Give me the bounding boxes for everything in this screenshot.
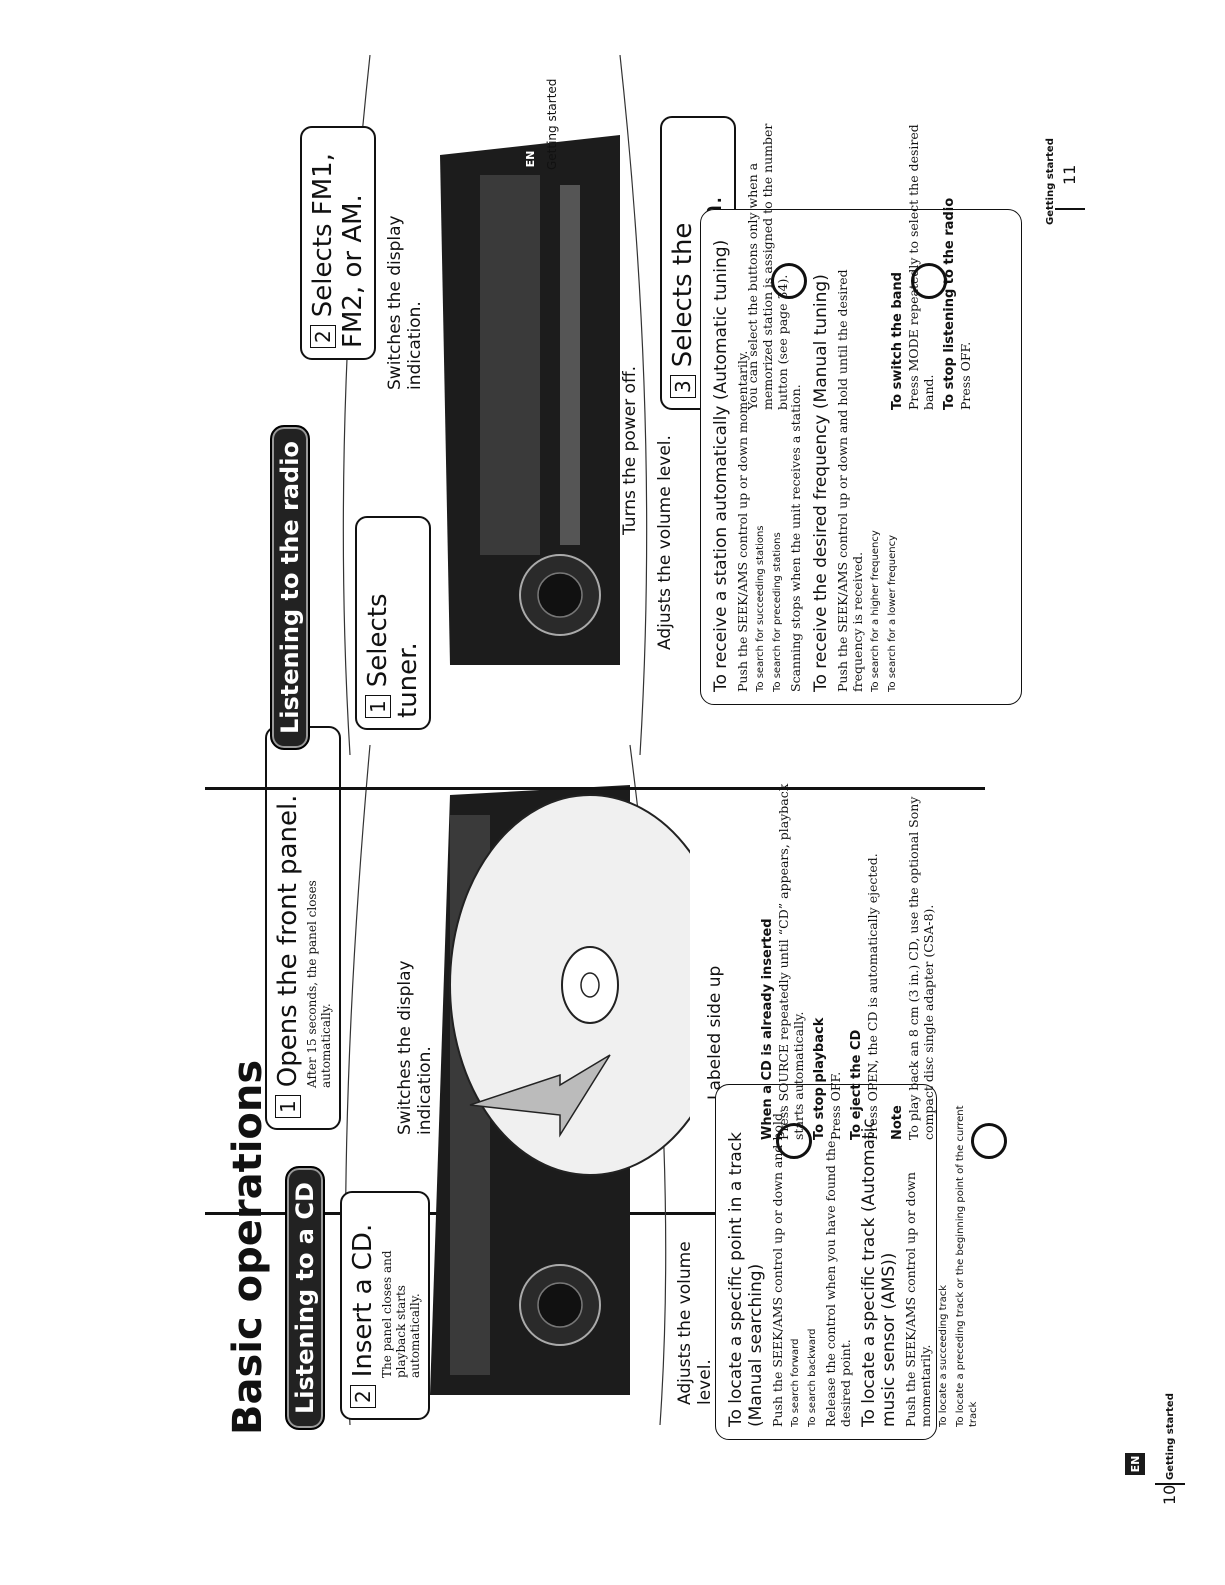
right-footer: Getting started	[1045, 138, 1056, 225]
callout-heading: Insert a CD.	[348, 1223, 378, 1378]
callout-text: After 15 seconds, the panel closes autom…	[305, 880, 333, 1088]
search-higher-label: To search for a higher frequency	[870, 530, 881, 692]
left-page-number: 10	[1160, 1484, 1179, 1505]
display-label: Switches the display indication.	[385, 215, 425, 390]
right-page-number: 11	[1060, 164, 1079, 185]
en-tab: EN	[520, 148, 540, 170]
panel-heading: To locate a specific point in a track (M…	[726, 1132, 766, 1427]
panel-text: Release the control when you have found …	[823, 1140, 853, 1427]
section-pill: Listening to a CD	[285, 1166, 325, 1430]
callout-heading: Selects FM1, FM2, or AM.	[308, 153, 368, 348]
radio-notes-2: To switch the band Press MODE repeatedly…	[890, 110, 979, 410]
power-off-label: Turns the power off.	[620, 365, 640, 535]
radio-unit-illustration	[342, 55, 648, 755]
note-text: To play back an 8 cm (3 in.) CD, use the…	[906, 796, 936, 1140]
switch-band-text: Press MODE repeatedly to select the desi…	[906, 124, 936, 410]
insert-cd-callout: 2 Insert a CD. The panel closes and playb…	[340, 1191, 430, 1420]
footer-rule	[1055, 208, 1085, 210]
radio-notes: You can select the buttons only when a m…	[745, 110, 796, 410]
cd-inserted-heading: When a CD is already inserted	[760, 918, 775, 1140]
stop-playback-text: Press OFF.	[828, 1071, 843, 1140]
footer-rule	[1155, 1483, 1185, 1485]
callout-heading: Opens the front panel.	[273, 794, 303, 1088]
step-number: 1	[275, 1095, 301, 1118]
left-footer: Getting started	[1165, 1393, 1176, 1480]
stop-radio-text: Press OFF.	[958, 341, 973, 410]
volume-label: Adjusts the volume level.	[655, 435, 675, 650]
volume-label: Adjusts the volume level.	[675, 1241, 715, 1405]
selects-band-callout: 2Selects FM1, FM2, or AM.	[300, 126, 376, 360]
memorized-text: You can select the buttons only when a m…	[745, 123, 790, 410]
cd-inserted-text: Press SOURCE repeatedly until “CD” appea…	[776, 783, 806, 1140]
panel-heading: To receive a station automatically (Auto…	[711, 239, 731, 692]
labeled-side-label: Labeled side up	[705, 965, 725, 1100]
step-number: 2	[350, 1385, 376, 1408]
panel-heading: To locate a specific track (Automatic mu…	[859, 1118, 899, 1427]
locate-succeeding-label: To locate a succeeding track	[938, 1284, 949, 1427]
seek-control-icon	[971, 1123, 1007, 1159]
step-number: 2	[310, 325, 336, 348]
note-heading: Note	[890, 1105, 905, 1140]
cd-player-illustration	[344, 744, 690, 1426]
section-pill: Listening to the radio	[270, 425, 310, 750]
cd-notes: When a CD is already inserted Press SOUR…	[760, 780, 942, 1140]
display-label: Switches the display indication.	[395, 960, 435, 1135]
step-number: 1	[365, 695, 391, 718]
callout-text: The panel closes and playback starts aut…	[380, 1250, 422, 1378]
tab-label: Getting started	[545, 78, 559, 170]
page-rule	[205, 787, 985, 790]
stop-radio-heading: To stop listening to the radio	[942, 197, 957, 410]
panel-heading: To receive the desired frequency (Manual…	[811, 274, 831, 692]
eject-text: Press OPEN, the CD is automatically ejec…	[865, 853, 880, 1140]
panel-text: Push the SEEK/AMS control up or down mom…	[903, 1172, 933, 1427]
panel-text: Push the SEEK/AMS control up or down and…	[835, 269, 865, 692]
en-tab: EN	[1125, 1453, 1145, 1475]
switch-band-heading: To switch the band	[890, 272, 905, 410]
stop-playback-heading: To stop playback	[812, 1017, 827, 1140]
selects-tuner-callout: 1Selects tuner.	[355, 516, 431, 730]
eject-heading: To eject the CD	[849, 1029, 864, 1140]
